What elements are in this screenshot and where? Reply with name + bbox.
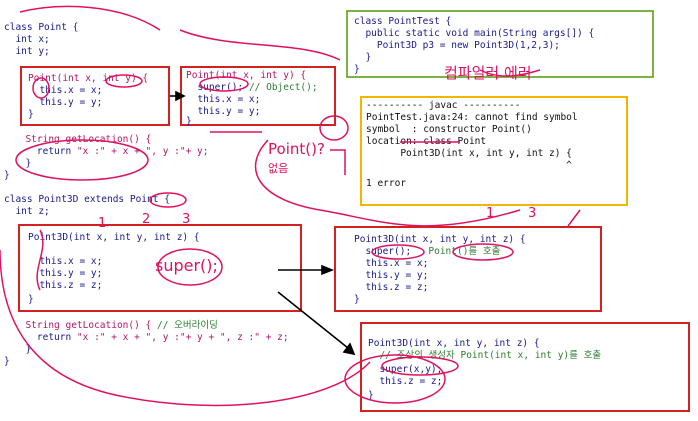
handwritten-super: super(); [155,256,218,275]
point3d-field-z: int z; [4,206,50,217]
expanded-line1: this.x = x; [186,94,261,105]
fixed-super-line: super(x,y); [368,364,443,375]
point3d-fixed-box [360,322,690,412]
handwritten-point: Point()? [268,140,325,158]
fixed-close: } [368,390,374,401]
point3d-implicit-box [334,226,602,312]
fixed-line1: this.z = z; [368,376,443,387]
point3d-ctor-signature: Point3D(int x, int y, int z) { [28,232,200,243]
point-field-x: int x; [4,34,50,45]
expanded-line2: this.y = y; [186,106,261,117]
pointtest-main-signature: public static void main(String args[]) { [354,28,595,39]
circle-one [32,77,50,99]
javac-title: ---------- javac ---------- [366,100,521,111]
arrow-point3d-to-fixed [277,291,356,356]
point-field-y: int y; [4,46,50,57]
javac-error-line: PointTest.java:24: cannot find symbol [366,112,578,123]
point-ctor-signature: Point(int x, int y) { [28,73,149,84]
super-circle [199,76,249,92]
point-class-header: class Point { [4,22,79,33]
javac-source-line: Point3D(int x, int y, int z) { [366,148,572,159]
implicit-close: } [354,294,360,305]
implicit-signature: Point3D(int x, int y, int z) { [354,234,526,245]
implicit-super-circle [371,244,425,260]
fixed-signature: Point3D(int x, int y, int z) { [368,338,540,349]
pointtest-box [346,10,654,78]
point-ctor-box [20,66,170,126]
arrow-point3d-to-implicit [278,264,335,276]
pointtest-close: } [354,64,360,75]
point3d-getlocation-signature: String getLocation() { // 오버라이딩 [14,320,218,331]
point3d-getlocation-return: return "x :" + x + ", y :"+ y + ", z :" … [14,332,289,343]
javac-output-box [360,96,628,206]
point-ctor-line2: this.y = y; [28,97,103,108]
handwritten-num3b: 3 [528,206,537,221]
point3d-class-close: } [4,356,10,367]
expanded-super-line: super(); // Object(); [186,82,318,93]
expanded-close: } [186,116,192,127]
point3d-ctor-line1: this.x = x; [28,256,103,267]
point3d-class-header: class Point3D extends Point { [4,194,170,205]
point3d-getlocation-close: } [14,344,32,355]
implicit-line2: this.y = y; [354,270,429,281]
point-getlocation-close: } [14,158,32,169]
implicit-line1: this.x = x; [354,258,429,269]
implicit-line3: this.z = z; [354,282,429,293]
expanded-signature: Point(int x, int y) { [186,70,307,81]
handwritten-num3: 3 [182,212,191,227]
compiler-error-note: 컴파일러 에러 [444,64,532,82]
handwritten-num1: 1 [98,216,107,231]
point-class-close: } [4,170,10,181]
pointtest-body: Point3D p3 = new Point3D(1,2,3); [354,40,560,51]
point-getlocation-signature: String getLocation() { [14,134,152,145]
point-ctor-line1: this.x = x; [28,85,103,96]
arrow-point-to-expanded [170,90,186,102]
point3d-ctor-box [18,224,302,312]
ink-scribbles [0,5,581,407]
pointtest-close-inner: } [354,52,372,63]
point-ctor-close: } [28,109,34,120]
handwritten-missing: 없음 [268,162,289,175]
point3d-ctor-line3: this.z = z; [28,280,103,291]
point3d-ctor-close: } [28,294,34,305]
point3d-ctor-line2: this.y = y; [28,268,103,279]
handwritten-num2: 2 [142,212,151,227]
point-getlocation-return: return "x :" + x + ", y :"+ y; [14,146,209,157]
handwritten-num1b: 1 [486,206,495,221]
pointtest-header: class PointTest { [354,16,452,27]
javac-caret: ^ [366,160,572,171]
fixed-super-circle [381,356,459,376]
javac-error-count: 1 error [366,178,407,189]
javac-symbol-line: symbol : constructor Point() [366,124,532,135]
